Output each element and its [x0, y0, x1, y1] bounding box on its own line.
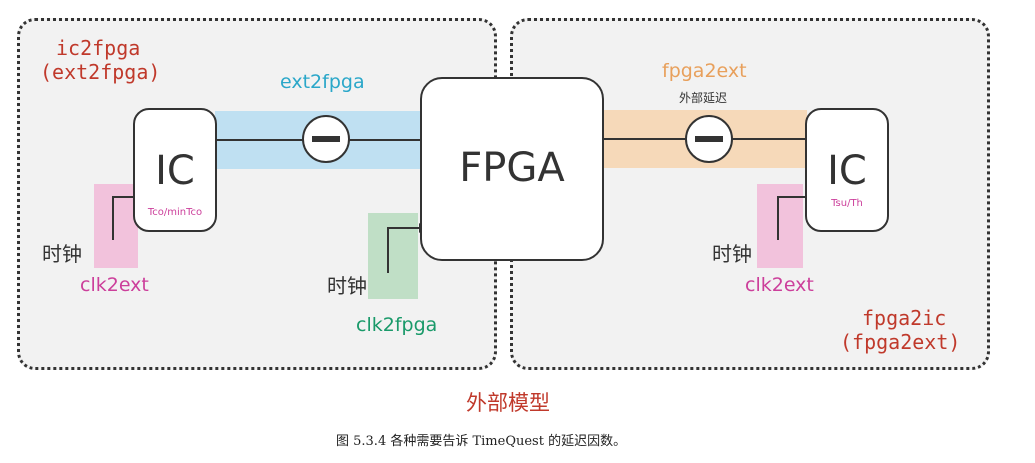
ext2fpga-band [215, 111, 422, 169]
ic-right-box: IC Tsu/Th [805, 108, 889, 232]
ext2fpga-label: ext2fpga [280, 71, 365, 93]
clock-label-fpga: 时钟 [327, 274, 367, 298]
figure-caption: 图 5.3.4 各种需要告诉 TimeQuest 的延迟因数。 [336, 434, 627, 449]
fpga-label: FPGA [459, 145, 565, 191]
clk2fpga-band [368, 213, 418, 299]
external-delay-label: 外部延迟 [679, 91, 728, 105]
right-title-line1: fpga2ic [862, 306, 947, 330]
clock-label-left: 时钟 [42, 242, 82, 266]
clock-label-right: 时钟 [712, 242, 752, 266]
right-title-line2: (fpga2ext) [840, 330, 961, 354]
left-title-line1: ic2fpga [56, 36, 141, 60]
fpga-box: FPGA [420, 77, 604, 261]
ic-left-label: IC [155, 148, 195, 194]
clk2fpga-label: clk2fpga [356, 314, 438, 336]
fpga2ext-label: fpga2ext [662, 60, 747, 82]
clk2ext-label-right: clk2ext [745, 274, 814, 296]
fpga2ext-band [602, 110, 807, 168]
ic-left-box: IC Tco/minTco [133, 108, 217, 232]
clk2ext-right-band [757, 184, 803, 268]
left-title-line2: (ext2fpga) [40, 60, 161, 84]
clk2ext-label-left: clk2ext [80, 274, 149, 296]
model-title: 外部模型 [466, 391, 550, 415]
ic-right-label: IC [827, 148, 867, 194]
ic-right-sublabel: Tsu/Th [831, 198, 863, 209]
clk2ext-left-band [94, 184, 138, 268]
ic-left-sublabel: Tco/minTco [147, 207, 203, 218]
